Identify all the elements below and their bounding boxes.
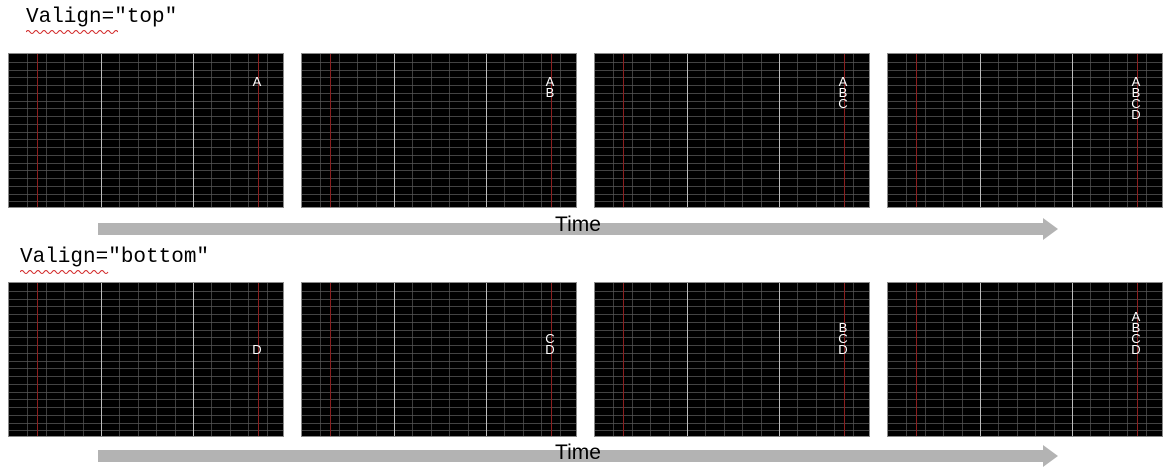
- caption-line: C: [545, 331, 555, 346]
- safe-area-grid: [888, 283, 1162, 436]
- caption-line: D: [545, 342, 555, 357]
- caption-line: C: [1131, 96, 1141, 111]
- caption-line: B: [1131, 320, 1141, 335]
- safe-area-grid: [302, 283, 576, 436]
- caption-line: D: [838, 342, 848, 357]
- frame-panel: D: [8, 282, 284, 437]
- time-arrow-top: [98, 218, 1058, 240]
- caption-line: A: [838, 74, 848, 89]
- frame-panel: A: [8, 53, 284, 208]
- caption-line: D: [1131, 107, 1141, 122]
- safe-area-grid: [595, 283, 869, 436]
- spellcheck-underline-top: [26, 30, 118, 34]
- caption-line: A: [545, 74, 555, 89]
- caption-line: D: [252, 342, 262, 357]
- caption-line: B: [838, 85, 848, 100]
- time-label-top: Time: [555, 213, 601, 236]
- safe-area-grid: [595, 54, 869, 207]
- caption-text: D: [251, 342, 263, 357]
- caption-line: C: [838, 331, 848, 346]
- caption-line: B: [545, 85, 555, 100]
- time-arrow-bottom: [98, 445, 1058, 467]
- caption-line: A: [1131, 309, 1141, 324]
- safe-area-grid: [9, 54, 283, 207]
- section-title-bottom: Valign="bottom": [20, 246, 210, 269]
- caption-line: A: [252, 74, 262, 89]
- caption-line: C: [1131, 331, 1141, 346]
- safe-area-grid: [302, 54, 576, 207]
- safe-area-grid: [9, 283, 283, 436]
- time-label-bottom: Time: [555, 441, 601, 464]
- spellcheck-underline-bottom: [20, 270, 109, 274]
- section-title-top: Valign="top": [26, 6, 178, 29]
- caption-line: C: [838, 96, 848, 111]
- safe-area-grid: [888, 54, 1162, 207]
- caption-line: B: [1131, 85, 1141, 100]
- caption-line: D: [1131, 342, 1141, 357]
- caption-text: A: [251, 74, 263, 89]
- caption-line: A: [1131, 74, 1141, 89]
- caption-line: B: [838, 320, 848, 335]
